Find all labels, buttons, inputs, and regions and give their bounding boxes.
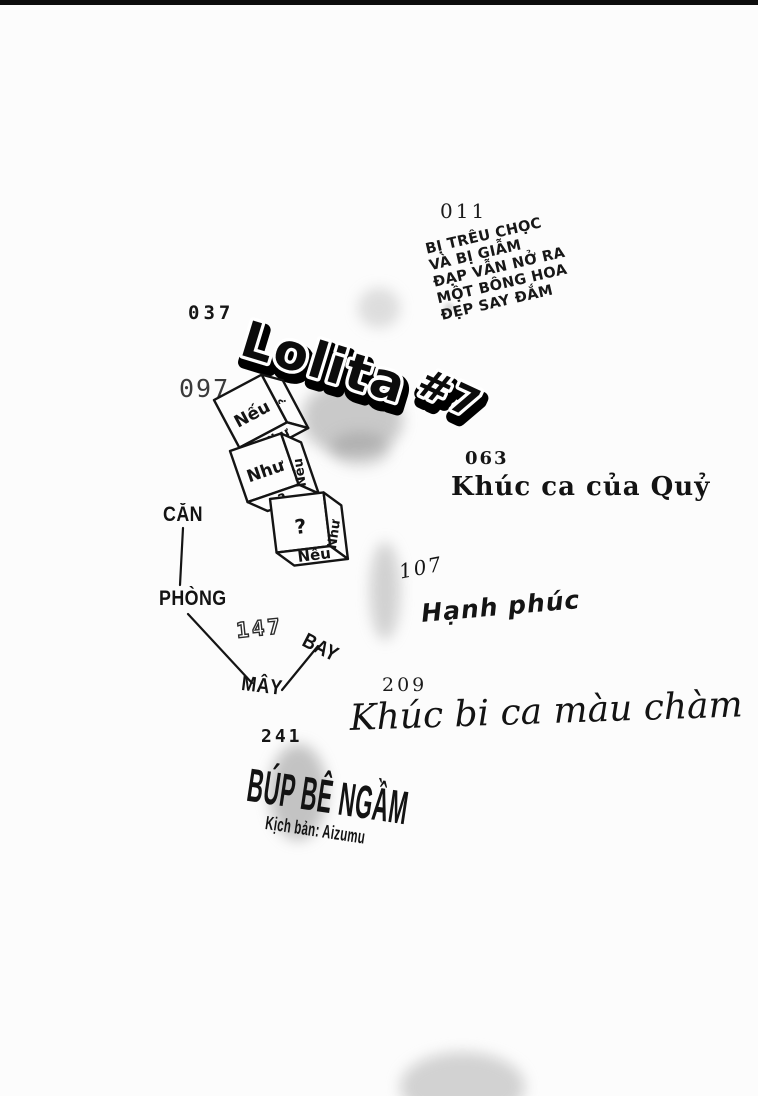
scan-smudge: [269, 744, 327, 840]
dice-face-word: Nếu: [296, 543, 331, 566]
scan-smudge: [303, 383, 403, 455]
scan-smudge: [370, 542, 400, 640]
dice-face-word: Nếu: [291, 457, 310, 488]
word-connector-lines: [178, 526, 320, 692]
chapter-number-107: 107: [397, 551, 445, 584]
scattered-word-may: MÂY: [240, 672, 284, 700]
scan-smudge: [358, 288, 400, 328]
lolita-logo: Lolita Lolita Lolita #7 #7 #7: [230, 307, 496, 443]
chapter-number-063: 063: [465, 448, 509, 469]
dice-face-word: ?: [277, 397, 289, 405]
chapter-number-011: 011: [440, 199, 488, 223]
dice-bottom: ? Như Nếu: [268, 491, 350, 567]
page-edge-bar: [0, 0, 758, 5]
scan-smudge: [330, 432, 390, 466]
chapter-number-147: 147: [234, 613, 285, 643]
word-dice-illustration: Nếu ? Như Như Nếu ? ? Như Nếu: [212, 373, 350, 567]
dice-face-word: Như: [325, 518, 344, 550]
scan-smudge: [444, 303, 454, 312]
chapter-title-107: Hạnh phúc: [420, 585, 582, 628]
scattered-word-phong: PHÒNG: [159, 587, 227, 610]
scattered-word-can: CĂN: [163, 503, 203, 526]
chapter-number-037: 037: [188, 302, 235, 324]
chapter-number-241: 241: [261, 726, 303, 747]
chapter-number-209: 209: [382, 674, 428, 696]
dice-face-word: ?: [293, 514, 307, 539]
scan-smudge: [400, 1052, 525, 1096]
chapter-title-063: Khúc ca của Quỷ: [451, 472, 711, 502]
